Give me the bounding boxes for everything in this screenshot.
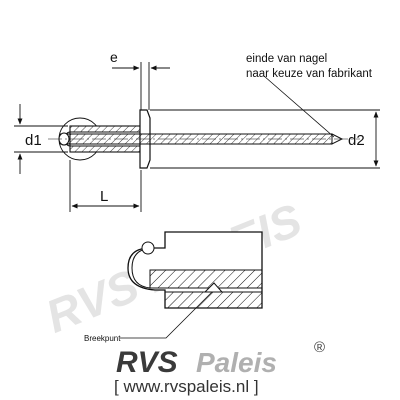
dimension-e [112, 62, 170, 110]
dimension-d2 [150, 109, 380, 169]
logo-rvs: RVS [116, 346, 178, 379]
breakpoint-leader [120, 291, 213, 339]
note-line-1: einde van nagel [246, 53, 327, 65]
label-l: L [100, 188, 108, 205]
label-e: e [110, 49, 118, 65]
note-leader [263, 75, 335, 138]
registered-mark: ® [314, 339, 325, 356]
label-breakpoint: Breekpunt [84, 334, 121, 343]
dimension-l [69, 160, 142, 212]
breakpoint-notch [203, 282, 224, 293]
breakpoint-detail-view [127, 231, 263, 309]
logo-paleis: Paleis [196, 347, 277, 378]
label-d1: d1 [25, 132, 42, 149]
detail-shank-hatch [149, 269, 263, 289]
company-logo: RVS Paleis ® [116, 339, 325, 379]
website-url[interactable]: [ www.rvspaleis.nl ] [114, 377, 259, 396]
label-d2: d2 [348, 132, 365, 149]
dimension-d1 [14, 104, 68, 174]
rivet-side-view [48, 109, 360, 169]
note-line-2: naar keuze van fabrikant [246, 68, 373, 80]
